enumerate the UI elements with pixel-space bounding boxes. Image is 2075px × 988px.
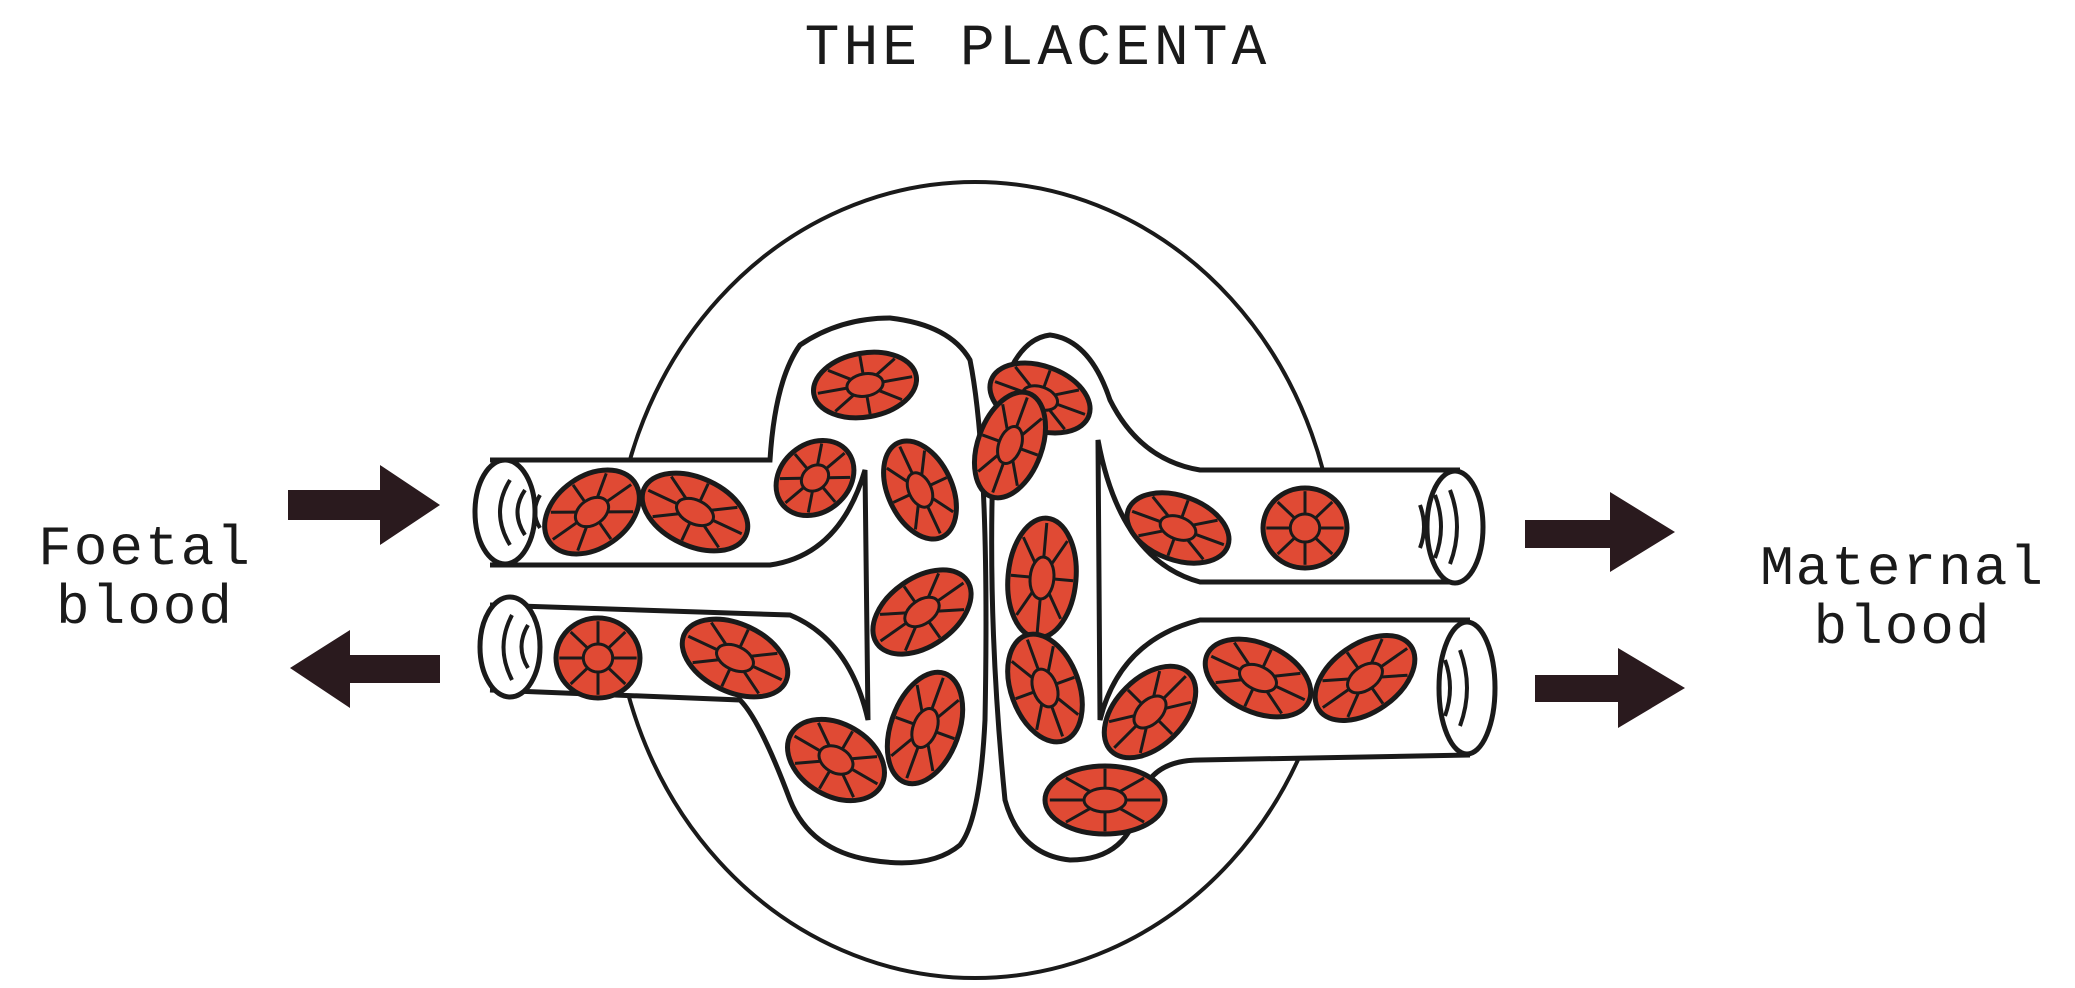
foetal-label-line2: blood	[56, 576, 234, 640]
maternal-label-line2: blood	[1813, 596, 1991, 660]
arrow-right-icon	[1525, 492, 1675, 572]
maternal-blood-label: Maternal blood	[1730, 540, 2075, 658]
red-blood-cell	[1045, 766, 1165, 834]
diagram-title: THE PLACENTA	[0, 20, 2075, 81]
red-blood-cell	[556, 618, 640, 698]
foetal-lower-tube-end	[480, 597, 540, 697]
arrow-right-icon	[288, 465, 440, 545]
foetal-upper-tube-end	[475, 460, 535, 564]
arrow-left-icon	[290, 630, 440, 708]
maternal-label-line1: Maternal	[1760, 537, 2045, 601]
arrow-right-icon	[1535, 648, 1685, 728]
red-blood-cell	[1263, 488, 1347, 568]
foetal-blood-label: Foetal blood	[10, 520, 280, 638]
foetal-label-line1: Foetal	[38, 517, 252, 581]
